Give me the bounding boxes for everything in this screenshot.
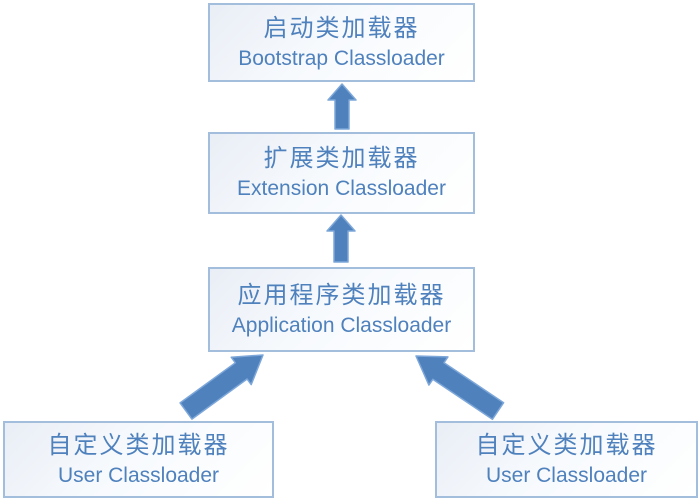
arrow-up-application-to-extension-icon — [326, 214, 356, 263]
box-user-classloader-left: 自定义类加载器 User Classloader — [3, 421, 274, 498]
box-bootstrap-label-zh: 启动类加载器 — [263, 14, 420, 42]
box-user-left-label-en: User Classloader — [57, 463, 220, 487]
box-user-right-label-en: User Classloader — [485, 463, 648, 487]
arrow-up-left-userright-to-application-icon — [415, 355, 505, 421]
box-bootstrap-classloader: 启动类加载器 Bootstrap Classloader — [208, 3, 475, 82]
box-user-right-label-zh: 自定义类加载器 — [475, 431, 658, 459]
box-bootstrap-label-en: Bootstrap Classloader — [238, 46, 445, 70]
arrow-up-right-userleft-to-application-icon — [179, 354, 264, 420]
box-extension-label-zh: 扩展类加载器 — [263, 145, 420, 172]
box-user-left-label-zh: 自定义类加载器 — [47, 431, 230, 459]
box-user-classloader-right: 自定义类加载器 User Classloader — [435, 421, 698, 498]
box-application-label-en: Application Classloader — [231, 313, 452, 337]
box-application-label-zh: 应用程序类加载器 — [237, 281, 446, 309]
box-extension-label-en: Extension Classloader — [237, 177, 446, 200]
arrow-up-extension-to-bootstrap-icon — [327, 83, 357, 130]
box-application-classloader: 应用程序类加载器 Application Classloader — [208, 267, 475, 352]
box-extension-classloader: 扩展类加载器 Extension Classloader — [208, 132, 475, 214]
